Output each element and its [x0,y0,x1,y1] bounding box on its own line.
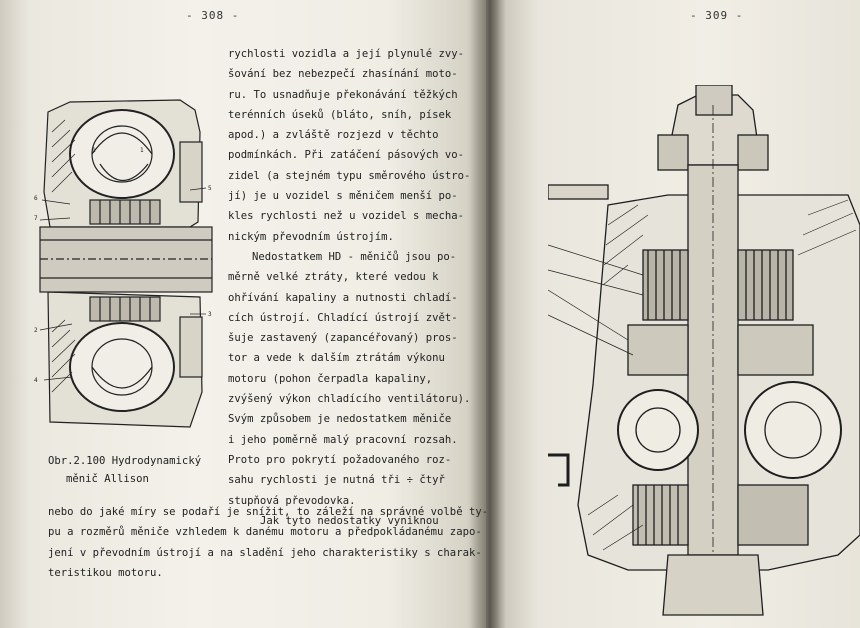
text-line: cích ústrojí. Chladící ústrojí zvět- [228,311,458,324]
text-line: motoru (pohon čerpadla kapaliny, [228,372,433,385]
allison-converter-figure: 6 7 5 1 2 3 4 1 [34,99,213,428]
caption-line: měnič Allison [66,473,149,485]
text-line: Proto pro pokrytí požadovaného roz- [228,453,452,466]
text-line: zvýšený výkon chladícího ventilátoru). [228,393,471,406]
figure-label: 3 [208,311,212,318]
figure-label: 1 [140,147,144,154]
text-line: zidel (a stejném typu směrového ústro- [228,169,471,182]
text-line: ru. To usnadňuje překonávání těžkých [228,88,458,101]
text-line: apod.) a zvláště rozjezd v těchto [228,129,439,142]
text-line: pu a rozměrů měniče vzhledem k danému mo… [48,526,482,539]
left-page: - 308 - [0,0,486,628]
figure-label: 1 [92,147,96,154]
text-line: rychlosti vozidla a její plynulé zvy- [228,48,464,60]
transmission-section-figure [548,85,860,616]
caption-line: Obr.2.100 Hydrodynamický [48,455,202,467]
full-width-text: nebo do jaké míry se podaří je snížit, t… [48,502,486,583]
figure-caption: Obr.2.100 Hydrodynamický měnič Allison [48,452,201,488]
text-line: tor a vede k dalším ztrátám výkonu [228,352,445,365]
text-line: kles rychlosti než u vozidel s mecha- [228,210,464,223]
text-line: terénních úseků (bláto, sníh, písek [228,108,452,121]
right-page-number: - 309 - [690,9,744,22]
figure-label: 7 [34,215,38,222]
text-line: měrně velké ztráty, které vedou k [228,271,439,284]
text-line: nickým převodním ústrojím. [228,230,394,243]
text-line: Svým způsobem je nedostatkem měniče [228,413,452,426]
text-line: i jeho poměrně malý pracovní rozsah. [228,433,458,446]
figure-label: 5 [208,185,212,192]
text-line: nebo do jaké míry se podaří je snížit, t… [48,506,486,518]
text-line: podmínkách. Při zatáčení pásových vo- [228,149,464,162]
left-page-number: - 308 - [186,9,240,22]
text-line: Jak tyto nedostatky vyniknou [260,514,439,527]
text-line: šování bez nebezpečí zhasínání moto- [228,68,458,81]
text-line: sahu rychlosti je nutná tři ÷ čtyř [228,474,445,487]
text-line: teristikou motoru. [48,566,163,579]
figure-label: 2 [34,327,38,334]
text-line: stupňová převodovka. [228,494,356,507]
book-gutter [470,0,506,628]
right-page: - 309 - [486,0,860,628]
figure-label: 6 [34,195,38,202]
figure-label: 4 [34,377,38,384]
text-line: jí) je u vozidel s měničem menší po- [228,190,458,203]
text-column: rychlosti vozidla a její plynulé zvy- šo… [228,44,470,531]
text-line: ohřívání kapaliny a nutnosti chladí- [228,291,458,304]
text-line: šuje zastavený (zapancéřovaný) pros- [228,332,458,345]
text-line: jení v převodním ústrojí a na sladění je… [48,546,482,559]
text-line: Nedostatkem HD - měničů jsou po- [252,250,457,263]
